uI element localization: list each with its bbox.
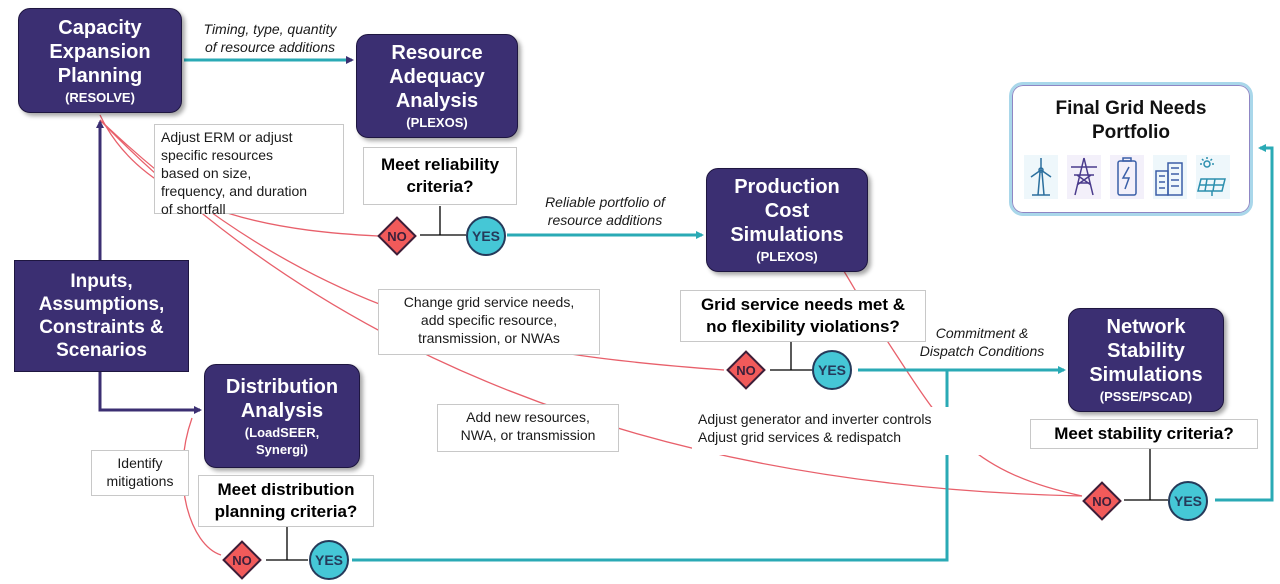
- no-label: NO: [387, 228, 407, 244]
- production-cost-tool: (PLEXOS): [756, 249, 818, 264]
- transmission-tower-icon: [1067, 155, 1101, 199]
- no-label: NO: [736, 362, 756, 378]
- distribution-analysis-tool: (LoadSEER, Synergi): [244, 424, 320, 457]
- no-label: NO: [232, 552, 252, 568]
- resource-adequacy-title: Resource Adequacy Analysis: [389, 42, 485, 112]
- buildings-icon: [1153, 155, 1187, 199]
- adjust-erm-note: Adjust ERM or adjust specific resources …: [154, 124, 344, 217]
- timing-label: Timing, type, quantity of resource addit…: [203, 21, 337, 55]
- distribution-analysis-box: Distribution Analysis (LoadSEER, Synergi…: [204, 364, 360, 468]
- capacity-expansion-tool: (RESOLVE): [65, 89, 135, 105]
- yes-circle-grid-service: YES: [812, 350, 852, 390]
- battery-icon: [1110, 155, 1144, 199]
- commitment-dispatch-label: Commitment & Dispatch Conditions: [919, 325, 1045, 359]
- yes-circle-stability: YES: [1168, 481, 1208, 521]
- final-portfolio-title: Final Grid Needs Portfolio: [1055, 98, 1207, 143]
- no-diamond-distribution: NO: [222, 540, 262, 580]
- network-stability-title: Network Stability Simulations: [1089, 316, 1203, 386]
- capacity-expansion-box: Capacity Expansion Planning (RESOLVE): [18, 8, 182, 113]
- no-diamond-stability: NO: [1082, 481, 1122, 521]
- no-diamond-grid-service: NO: [726, 350, 766, 390]
- stability-question: Meet stability criteria?: [1030, 419, 1258, 449]
- reliability-question: Meet reliability criteria?: [363, 147, 517, 205]
- wind-turbine-icon: [1024, 155, 1058, 199]
- add-new-resources-note: Add new resources, NWA, or transmission: [437, 404, 619, 452]
- solar-panel-icon: [1196, 155, 1230, 199]
- inputs-assumptions-box: Inputs, Assumptions, Constraints & Scena…: [14, 260, 189, 372]
- resource-adequacy-box: Resource Adequacy Analysis (PLEXOS): [356, 34, 518, 138]
- resource-adequacy-tool: (PLEXOS): [406, 115, 468, 130]
- no-diamond-reliability: NO: [377, 216, 417, 256]
- yes-circle-distribution: YES: [309, 540, 349, 580]
- production-cost-title: Production Cost Simulations: [730, 176, 844, 246]
- change-grid-note: Change grid service needs, add specific …: [378, 289, 600, 355]
- no-label: NO: [1092, 493, 1112, 509]
- capacity-expansion-title: Capacity Expansion Planning: [49, 16, 151, 87]
- network-stability-box: Network Stability Simulations (PSSE/PSCA…: [1068, 308, 1224, 412]
- identify-mitigations-note: Identify mitigations: [91, 450, 189, 496]
- input-arrows: [96, 120, 202, 414]
- grid-service-question: Grid service needs met & no flexibility …: [680, 290, 926, 342]
- distribution-question: Meet distribution planning criteria?: [198, 475, 374, 527]
- adjust-generator-note: Adjust generator and inverter controls A…: [692, 407, 992, 455]
- final-grid-needs-portfolio: Final Grid Needs Portfolio: [1009, 82, 1253, 216]
- yes-circle-reliability: YES: [466, 216, 506, 256]
- distribution-analysis-title: Distribution Analysis: [225, 375, 339, 422]
- production-cost-box: Production Cost Simulations (PLEXOS): [706, 168, 868, 272]
- reliable-portfolio-label: Reliable portfolio of resource additions: [545, 194, 665, 228]
- network-stability-tool: (PSSE/PSCAD): [1099, 389, 1193, 404]
- decision-connectors: [266, 206, 1168, 561]
